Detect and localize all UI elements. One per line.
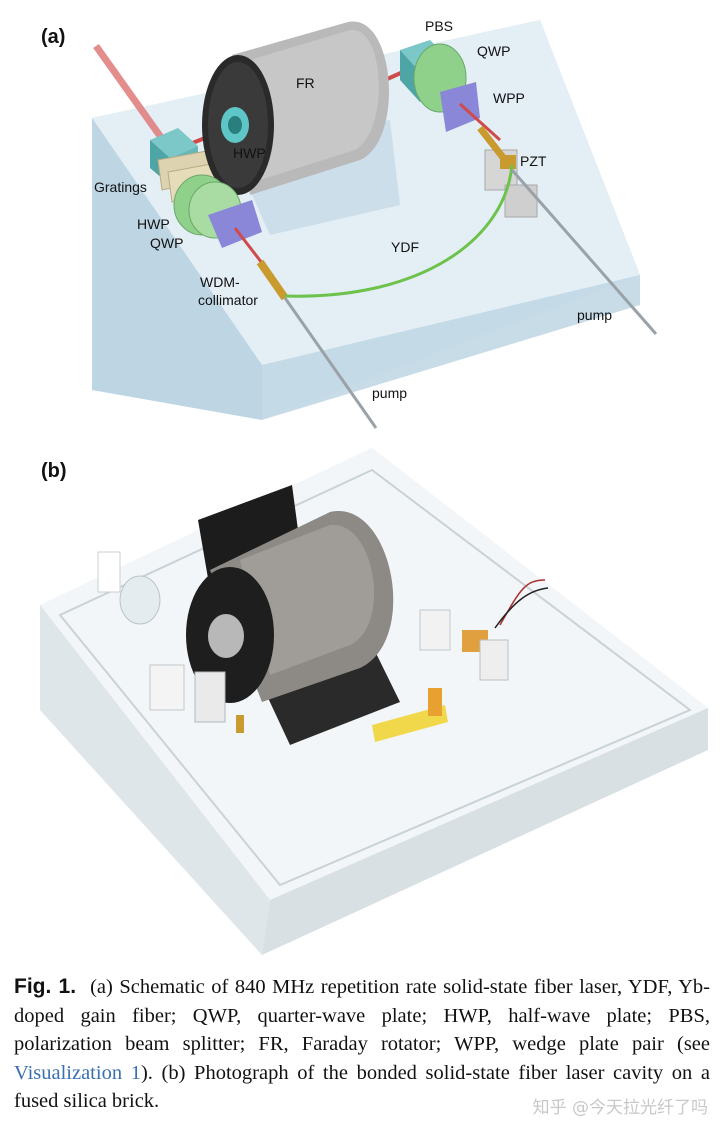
label-qwp-left: QWP [150, 235, 183, 251]
label-hwp-left: HWP [137, 216, 170, 232]
figure-panel-a: (a) [0, 0, 722, 440]
label-ydf: YDF [391, 239, 419, 255]
rotator-base-plate [262, 645, 400, 745]
figure-number: Fig. 1. [14, 975, 77, 998]
schematic-diagram: FR PBS QWP WPP HWP Gratings HWP QWP PZT … [92, 18, 658, 429]
label-hwp-fr: HWP [233, 145, 266, 161]
right-optics-photo [419, 579, 549, 681]
label-wpp: WPP [493, 90, 525, 106]
caption-text-2: ). (b) Photograph of the bonded solid-st… [14, 1061, 710, 1113]
label-fr: FR [296, 75, 315, 91]
label-wdm-line2: collimator [198, 292, 258, 308]
pzt-ferrule [477, 125, 508, 163]
pump-fiber-bottom [283, 297, 378, 429]
faraday-rotator-photo [186, 511, 394, 703]
label-pump-right: pump [577, 307, 612, 323]
panel-a-label: (a) [41, 26, 66, 48]
visualization-link[interactable]: Visualization 1 [14, 1061, 141, 1084]
cavity-photograph [40, 448, 708, 955]
label-pzt: PZT [520, 153, 547, 169]
wdm-collimator-ferrule [256, 259, 289, 301]
pump-fiber-right [510, 169, 658, 335]
wpp-left [208, 200, 262, 248]
ydf-fiber [284, 164, 514, 298]
label-qwp-top: QWP [477, 43, 510, 59]
laser-beam-input [93, 43, 173, 153]
left-optics-photo [97, 551, 244, 733]
label-wdm-line1: WDM- [200, 274, 240, 290]
panel-b-label: (b) [41, 460, 67, 482]
label-pump-bottom: pump [372, 385, 407, 401]
label-pbs: PBS [425, 18, 453, 34]
wpp-top [440, 82, 480, 132]
faraday-rotator [202, 21, 389, 195]
figure-panel-b: (b) [0, 440, 722, 960]
caption-text-1: (a) Schematic of 840 MHz repetition rate… [14, 976, 710, 1056]
watermark: 知乎 @今天拉光纤了吗 [532, 1098, 708, 1118]
figure-caption: Fig. 1.(a) Schematic of 840 MHz repetiti… [14, 973, 710, 1116]
fiber-holder-tab [428, 688, 442, 716]
label-gratings: Gratings [94, 179, 147, 195]
